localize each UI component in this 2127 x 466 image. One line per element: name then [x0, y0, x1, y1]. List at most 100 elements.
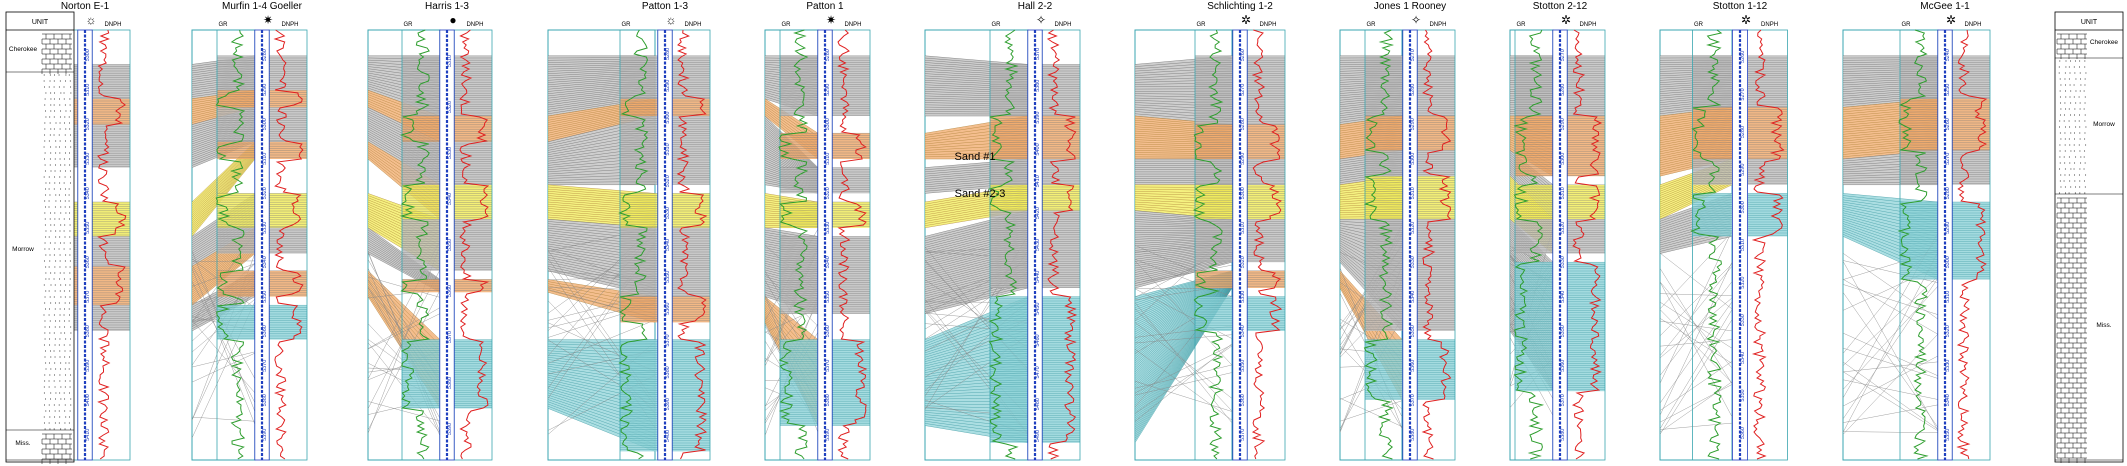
- bed-correlation-line: [1134, 308, 1233, 412]
- lithology-band: [269, 107, 307, 142]
- sandstone-dot: [69, 80, 71, 82]
- sandstone-dot: [44, 164, 46, 166]
- bed-correlation-line: [1134, 345, 1233, 414]
- lithology-band: [1365, 219, 1403, 331]
- well-name-label: Murfin 1-4 Goeller: [222, 1, 303, 12]
- bed-correlation-line: [1134, 381, 1233, 412]
- bed-correlation-line: [1659, 268, 1733, 384]
- depth-tick-label: 5320: [1410, 222, 1416, 234]
- bed-correlation-line: [367, 270, 441, 340]
- sandstone-dot: [55, 140, 57, 142]
- bed-correlation-line: [1842, 279, 1939, 335]
- sandstone-dot: [58, 218, 60, 220]
- dphi-curve-label: DNPH: [1761, 22, 1778, 28]
- dphi-curve-label: DNPH: [1259, 22, 1276, 28]
- depth-tick-label: 5350: [1240, 360, 1246, 372]
- depth-tick-label: 5380: [825, 394, 831, 406]
- well-name-label: Schlichting 1-2: [1207, 1, 1273, 12]
- depth-tick-label: 5380: [85, 325, 91, 337]
- dphi-curve-label: DNPH: [466, 22, 483, 28]
- lithology-band: [454, 219, 492, 271]
- lithology-band: [672, 98, 710, 116]
- sandstone-dot: [53, 104, 55, 106]
- gr-curve: [399, 29, 431, 460]
- sandstone-dot: [49, 80, 51, 82]
- sandstone-dot: [60, 188, 62, 190]
- depth-tick-label: 5330: [447, 147, 453, 159]
- sandstone-dot: [64, 164, 66, 166]
- sandstone-dot: [59, 122, 61, 124]
- depth-tick-label: 5340: [1945, 394, 1951, 406]
- lithology-band: [990, 64, 1028, 116]
- depth-tick-label: 5290: [1410, 118, 1416, 130]
- lithology-band: [1952, 202, 1990, 280]
- sandstone-dot: [50, 170, 52, 172]
- sandstone-dot: [54, 218, 56, 220]
- lithology-band: [269, 193, 307, 228]
- depth-tick-label: 5260: [1240, 49, 1246, 61]
- bed-correlation-line: [1134, 344, 1233, 394]
- depth-tick-label: 5290: [1945, 222, 1951, 234]
- depth-tick-label: 5370: [1035, 48, 1041, 60]
- lithology-band: [217, 55, 255, 91]
- sandstone-dot: [64, 236, 66, 238]
- sandstone-dot: [53, 224, 55, 226]
- depth-tick-label: 5370: [1240, 429, 1246, 441]
- bed-correlation-line: [191, 352, 256, 383]
- sandstone-dot: [64, 122, 66, 124]
- depth-tick-label: 5360: [1240, 394, 1246, 406]
- sandstone-dot: [69, 128, 71, 130]
- sandstone-dot: [44, 158, 46, 160]
- sandstone-dot: [44, 122, 46, 124]
- bed-correlation-line: [1659, 233, 1733, 252]
- sandstone-dot: [63, 98, 65, 100]
- sandstone-dot: [50, 92, 52, 94]
- lithology-band: [1247, 124, 1285, 159]
- well-log: 5260527052805290530053105320533053405350…: [1192, 1, 1286, 461]
- bed-correlation-line: [191, 153, 256, 226]
- depth-tick-label: 5350: [85, 222, 91, 234]
- depth-tick-label: 5350: [825, 291, 831, 303]
- dphi-curve: [1956, 29, 1988, 460]
- depth-tick-label: 5290: [1240, 153, 1246, 165]
- sandstone-dot: [44, 200, 46, 202]
- sandstone-dot: [45, 116, 47, 118]
- bed-correlation-line: [191, 246, 256, 295]
- sandstone-dot: [58, 134, 60, 136]
- depth-tick-label: 5290: [665, 80, 671, 92]
- bed-correlation-line: [1659, 281, 1733, 369]
- lithology-band: [1195, 124, 1233, 159]
- sandstone-dot: [68, 200, 70, 202]
- lithology-band: [620, 98, 658, 116]
- sandstone-dot: [65, 140, 67, 142]
- dphi-curve: [459, 29, 490, 460]
- sandstone-dot: [59, 242, 61, 244]
- sandstone-dot: [49, 134, 51, 136]
- depth-tick-label: 5340: [825, 256, 831, 268]
- bed-correlation-line: [924, 287, 1029, 314]
- sandstone-dot: [50, 224, 52, 226]
- depth-tick-label: 5310: [85, 84, 91, 96]
- dphi-curve: [676, 29, 708, 460]
- bed-correlation-line: [1659, 384, 1733, 423]
- sandstone-dot: [69, 104, 71, 106]
- dphi-curve-label: DNPH: [281, 22, 298, 28]
- dphi-curve-label: DNPH: [1964, 22, 1981, 28]
- sandstone-dot: [63, 86, 65, 88]
- depth-tick-label: 5370: [665, 334, 671, 346]
- gr-curve-label: GR: [782, 22, 792, 28]
- sandstone-dot: [43, 86, 45, 88]
- lithology-band: [217, 90, 255, 108]
- lithology-band: [1567, 219, 1605, 254]
- sandstone-dot: [69, 218, 71, 220]
- dphi-curve: [1251, 29, 1283, 460]
- bed-correlation-line: [1134, 334, 1233, 344]
- depth-tick-label: 5320: [447, 101, 453, 113]
- sandstone-dot: [50, 128, 52, 130]
- sandstone-dot: [55, 200, 57, 202]
- sandstone-dot: [54, 176, 56, 178]
- depth-tick-label: 5340: [1560, 291, 1566, 303]
- depth-tick-label: 5390: [447, 423, 453, 435]
- depth-tick-label: 5380: [1035, 80, 1041, 92]
- bed-correlation-line: [1134, 278, 1233, 366]
